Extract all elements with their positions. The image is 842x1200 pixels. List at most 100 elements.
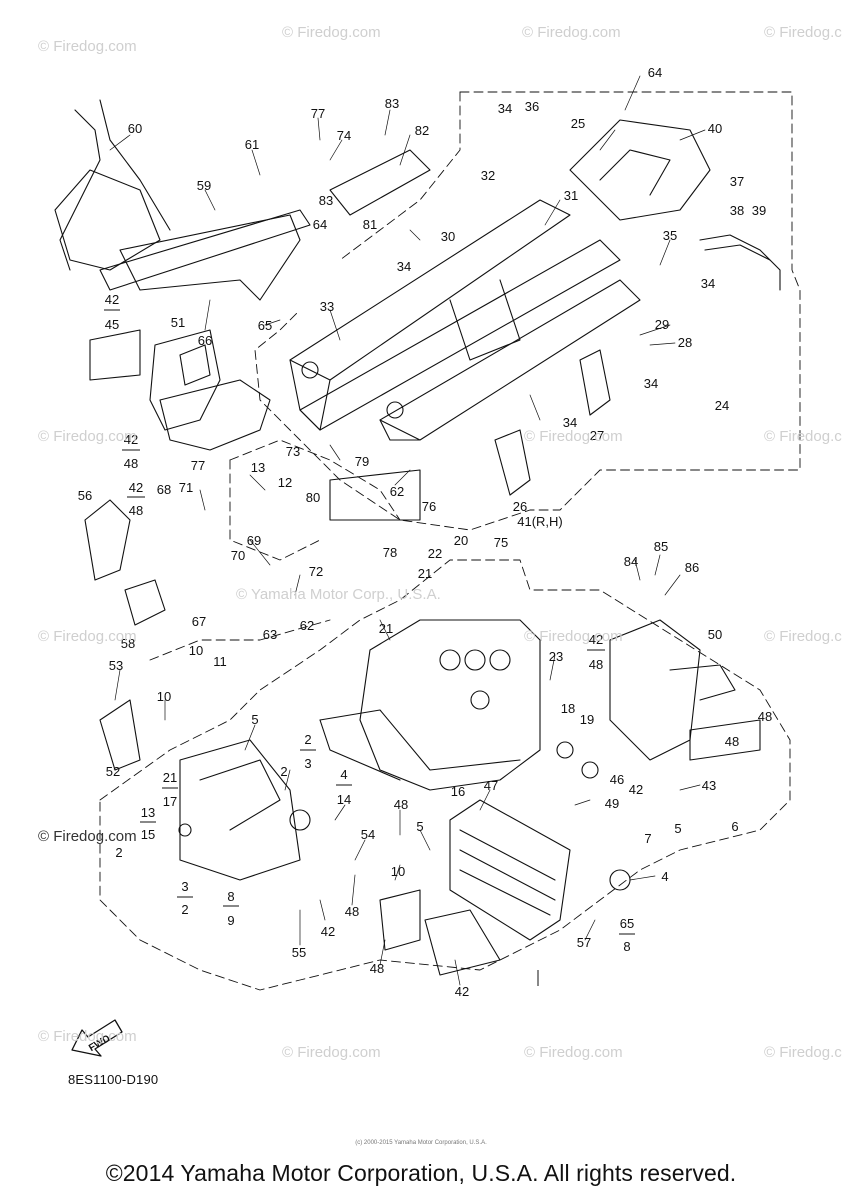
callout: 9: [227, 913, 234, 928]
callout: 2: [280, 764, 287, 779]
front-cross-bar: [54, 99, 311, 301]
callout: 48: [589, 657, 603, 672]
callout: 57: [577, 935, 591, 950]
callout: 54: [361, 827, 375, 842]
callout: 6: [731, 819, 738, 834]
tiny-copyright: (c) 2000-2015 Yamaha Motor Corporation, …: [355, 1140, 487, 1146]
callout: 84: [624, 554, 638, 569]
watermark: © Firedog.com: [38, 628, 137, 645]
callout: 24: [715, 398, 729, 413]
callout: 30: [441, 229, 455, 244]
callout: 59: [197, 178, 211, 193]
watermark: © Yamaha Motor Corp., U.S.A.: [236, 586, 441, 603]
dashed-outline-rear-frame: [254, 91, 801, 531]
callout: 42: [455, 984, 469, 999]
callout: 78: [383, 545, 397, 560]
callout: 86: [685, 560, 699, 575]
callout: 8: [623, 939, 630, 954]
callout: 10: [189, 643, 203, 658]
heat-exchanger: [449, 799, 571, 941]
callout: 68: [157, 482, 171, 497]
watermark: © Firedog.com: [282, 1044, 381, 1061]
callout: 32: [481, 168, 495, 183]
callout: 34: [498, 101, 512, 116]
callout: 28: [678, 335, 692, 350]
callout: 66: [198, 333, 212, 348]
watermark: © Firedog.com: [524, 428, 623, 445]
callout: 8: [227, 889, 234, 904]
callout: 58: [121, 636, 135, 651]
callout-numbers: 64 40 25 34 36 83 82 77 74 60 61 59 83 6…: [78, 65, 772, 999]
side-plate: [84, 499, 166, 626]
callout: 60: [128, 121, 142, 136]
callout: 48: [758, 709, 772, 724]
callout: 48: [394, 797, 408, 812]
callout: 25: [571, 116, 585, 131]
callout: 83: [385, 96, 399, 111]
callout: 75: [494, 535, 508, 550]
callout: 10: [391, 864, 405, 879]
callout: 64: [313, 217, 327, 232]
callout: 41(R,H): [517, 514, 563, 529]
callout: 42: [105, 292, 119, 307]
callout: 23: [549, 649, 563, 664]
callout: 45: [105, 317, 119, 332]
callout: 27: [590, 428, 604, 443]
callout: 83: [319, 193, 333, 208]
callout: 17: [163, 794, 177, 809]
watermark: © Firedog.com: [522, 24, 621, 41]
callout: 5: [251, 712, 258, 727]
callout: 15: [141, 827, 155, 842]
callout: 37: [730, 174, 744, 189]
watermark: © Firedog.com: [38, 1028, 137, 1045]
callout: 10: [157, 689, 171, 704]
callout: 22: [428, 546, 442, 561]
top-plate: [329, 149, 431, 216]
callout: 62: [300, 618, 314, 633]
callout: 12: [278, 475, 292, 490]
callout: 79: [355, 454, 369, 469]
copyright-footer: ©2014 Yamaha Motor Corporation, U.S.A. A…: [105, 1160, 737, 1186]
callout: 69: [247, 533, 261, 548]
callout: 33: [320, 299, 334, 314]
callout: 65: [620, 916, 634, 931]
diagram-code: 8ES1100-D190: [68, 1072, 159, 1087]
callout: 48: [370, 961, 384, 976]
callout: 51: [171, 315, 185, 330]
callout: 49: [605, 796, 619, 811]
callout: 40: [708, 121, 722, 136]
callout: 77: [311, 106, 325, 121]
callout: 70: [231, 548, 245, 563]
watermark: © Firedog.com: [764, 24, 842, 41]
callout: 71: [179, 480, 193, 495]
callout: 48: [725, 734, 739, 749]
callout: 20: [454, 533, 468, 548]
callout: 48: [124, 456, 138, 471]
callout: 47: [484, 778, 498, 793]
callout: 39: [752, 203, 766, 218]
callout: 42: [321, 924, 335, 939]
callout: 13: [141, 805, 155, 820]
callout: 62: [390, 484, 404, 499]
misc-brackets: [89, 329, 761, 976]
watermark: © Firedog.com: [764, 1044, 842, 1061]
watermark: © Firedog.com: [524, 628, 623, 645]
callout: 72: [309, 564, 323, 579]
callout: 61: [245, 137, 259, 152]
callout: 42: [129, 480, 143, 495]
callout: 64: [648, 65, 662, 80]
callout: 48: [129, 503, 143, 518]
callout: 34: [701, 276, 715, 291]
callout: 2: [304, 732, 311, 747]
callout: 3: [304, 756, 311, 771]
callout: 2: [181, 902, 188, 917]
callout: 42: [589, 632, 603, 647]
callout: 16: [451, 784, 465, 799]
callout: 4: [340, 767, 347, 782]
callout: 74: [337, 128, 351, 143]
rear-bumper-bracket: [569, 119, 711, 221]
watermark: © Firedog.com: [764, 628, 842, 645]
callout: 2: [115, 845, 122, 860]
front-engine-frame: [319, 619, 541, 791]
